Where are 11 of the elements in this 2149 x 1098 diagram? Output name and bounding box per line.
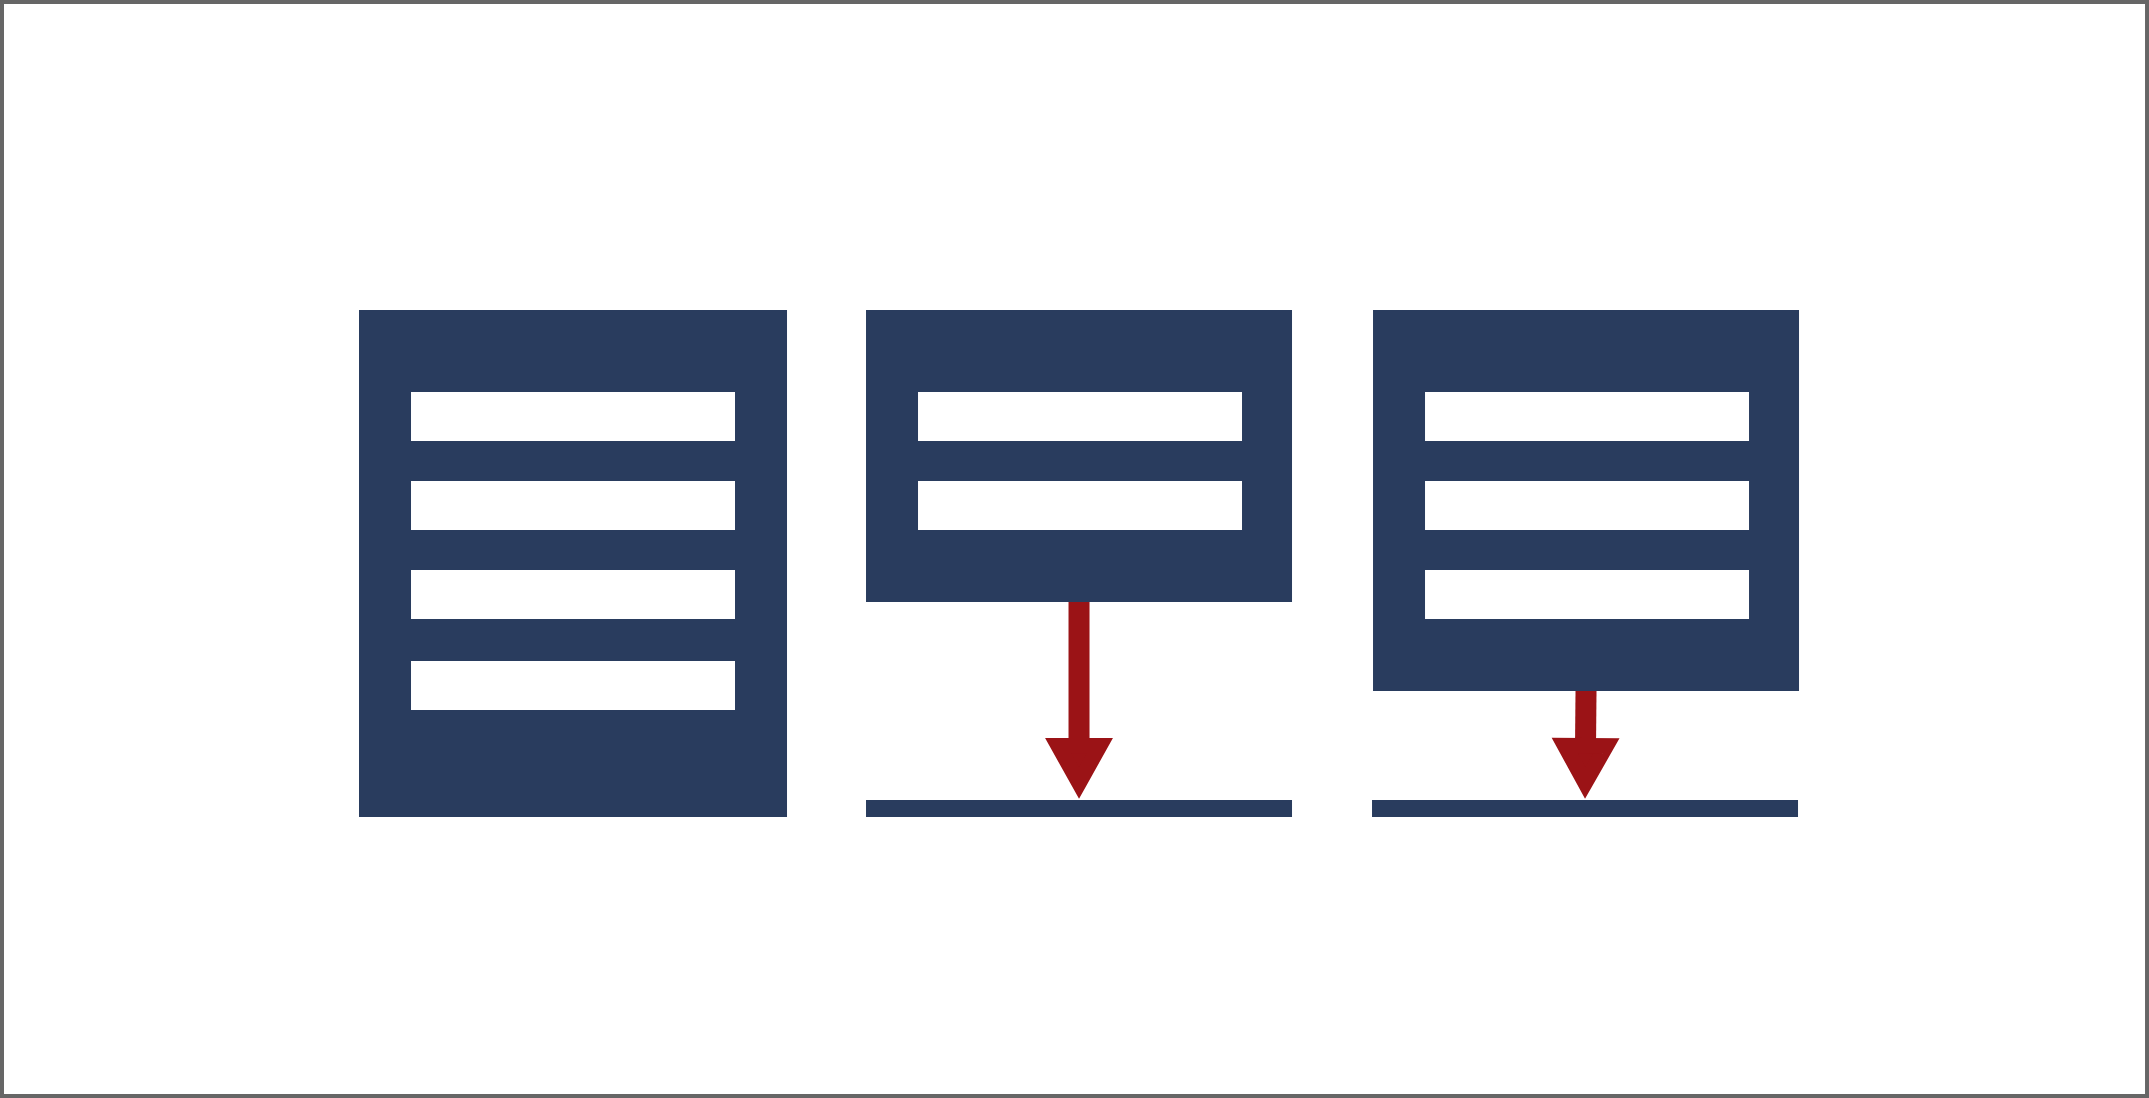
slot [1425, 392, 1749, 441]
slot [1425, 481, 1749, 530]
slot [411, 392, 735, 441]
slot [411, 661, 735, 710]
slot [1425, 570, 1749, 619]
floor-bar [866, 800, 1292, 817]
slot [918, 481, 1242, 530]
slot [918, 392, 1242, 441]
slot [411, 481, 735, 530]
floor-bar [1372, 800, 1798, 817]
slot [411, 570, 735, 619]
